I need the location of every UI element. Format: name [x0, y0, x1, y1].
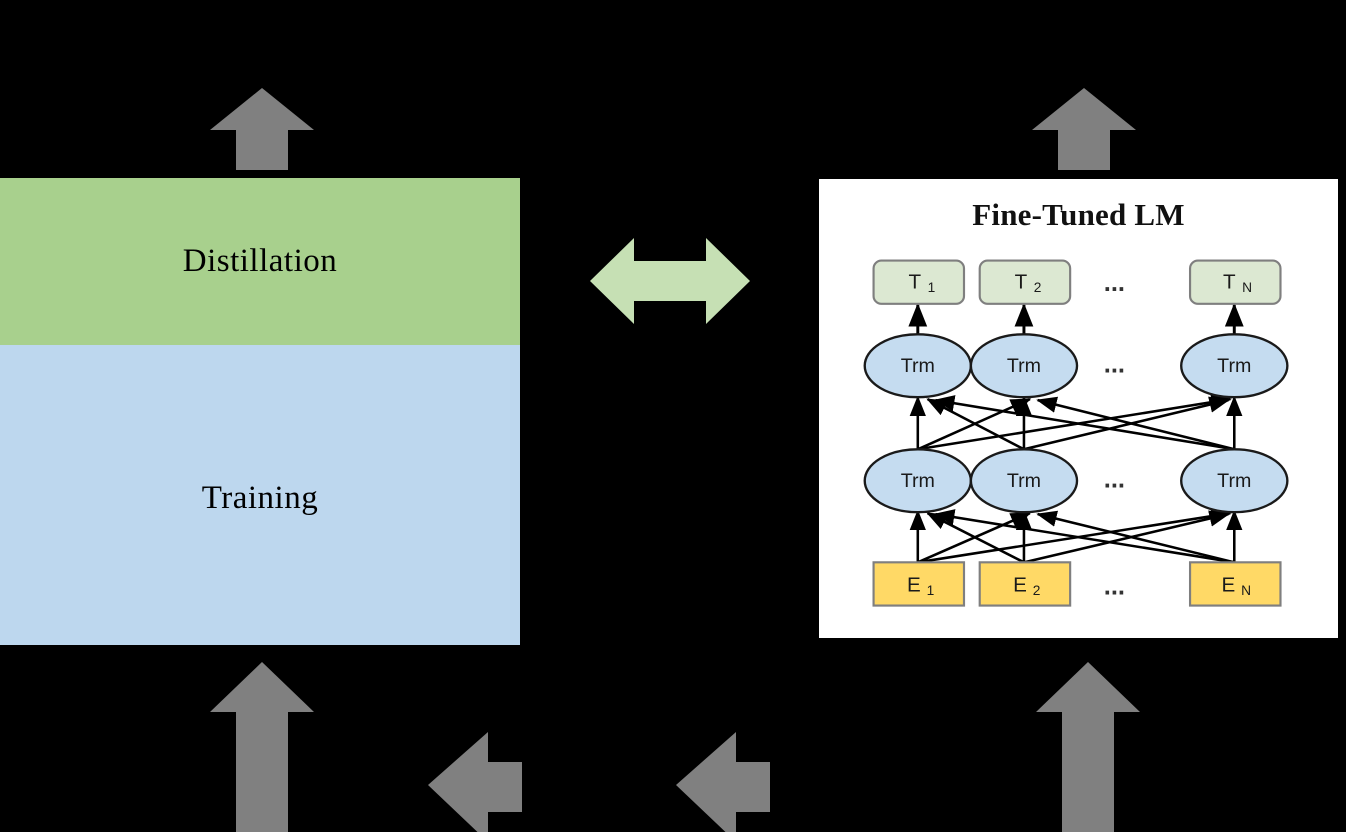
transformer-node-label: Trm: [1007, 470, 1041, 492]
output-token-sub: 2: [1034, 280, 1042, 295]
transformer-row-ellipsis: ...: [1104, 350, 1125, 378]
input-embedding-sub: 1: [927, 583, 935, 598]
edges-layer2-to-tokens: [908, 303, 1244, 337]
transformer-row-lower: Trm Trm ... Trm: [863, 448, 1289, 514]
training-box: Training: [0, 345, 520, 645]
distillation-label: Distillation: [182, 243, 338, 279]
edges-layer1-to-layer2: [909, 394, 1243, 451]
input-embedding-box: E N: [1188, 561, 1282, 607]
transformer-node-label: Trm: [901, 470, 935, 492]
output-token-sub: N: [1242, 280, 1252, 295]
output-token-base: T: [1015, 271, 1028, 294]
output-token-base: T: [909, 271, 922, 294]
transformer-network-diagram: T 1 T 2 ... T N Trm Trm: [863, 259, 1289, 607]
output-token-base: T: [1223, 271, 1236, 294]
transformer-node-label: Trm: [1217, 470, 1251, 492]
up-arrow-bottom-right: [1036, 662, 1140, 832]
up-arrow-top-left: [210, 88, 314, 170]
output-token-sub: 1: [928, 280, 936, 295]
transformer-row-ellipsis: ...: [1104, 465, 1125, 493]
distillation-box: Distillation: [0, 178, 520, 345]
left-arrow-bottom-mid-left: [428, 732, 522, 832]
input-embedding-base: E: [1222, 573, 1236, 596]
output-token-box: T 1: [872, 259, 966, 305]
up-arrow-top-right: [1032, 88, 1136, 170]
transformer-node-label: Trm: [1217, 355, 1251, 377]
transformer-node-label: Trm: [901, 355, 935, 377]
edges-embeddings-to-layer1: [909, 508, 1243, 564]
output-token-row: T 1 T 2 ... T N: [872, 259, 1282, 305]
input-embedding-row: E 1 E 2 ... E N: [872, 561, 1282, 607]
transformer-row-upper: Trm Trm ... Trm: [863, 333, 1289, 399]
input-embedding-box: E 1: [872, 561, 966, 607]
input-embedding-box: E 2: [978, 561, 1072, 607]
input-embedding-base: E: [907, 573, 921, 596]
transformer-node: Trm: [1180, 448, 1289, 514]
transformer-node: Trm: [863, 333, 973, 399]
transformer-node: Trm: [1180, 333, 1289, 399]
left-arrow-bottom-mid-right: [676, 732, 770, 832]
output-token-box: T 2: [978, 259, 1072, 305]
input-embedding-sub: 2: [1033, 583, 1041, 598]
transformer-node-label: Trm: [1007, 355, 1041, 377]
fine-tuned-lm-panel: Fine-Tuned LM: [815, 175, 1342, 642]
transformer-node: Trm: [969, 333, 1079, 399]
training-label: Training: [201, 479, 319, 516]
input-embedding-ellipsis: ...: [1104, 573, 1125, 601]
input-embedding-base: E: [1013, 573, 1027, 596]
output-token-box: T N: [1188, 259, 1282, 305]
left-stack-panel: Distillation Training: [0, 178, 520, 645]
input-embedding-sub: N: [1241, 583, 1251, 598]
transformer-node: Trm: [863, 448, 973, 514]
transformer-node: Trm: [969, 448, 1079, 514]
lm-panel-title: Fine-Tuned LM: [972, 197, 1185, 232]
double-arrow-center: [590, 238, 750, 324]
output-token-ellipsis: ...: [1104, 269, 1125, 297]
up-arrow-bottom-left: [210, 662, 314, 832]
